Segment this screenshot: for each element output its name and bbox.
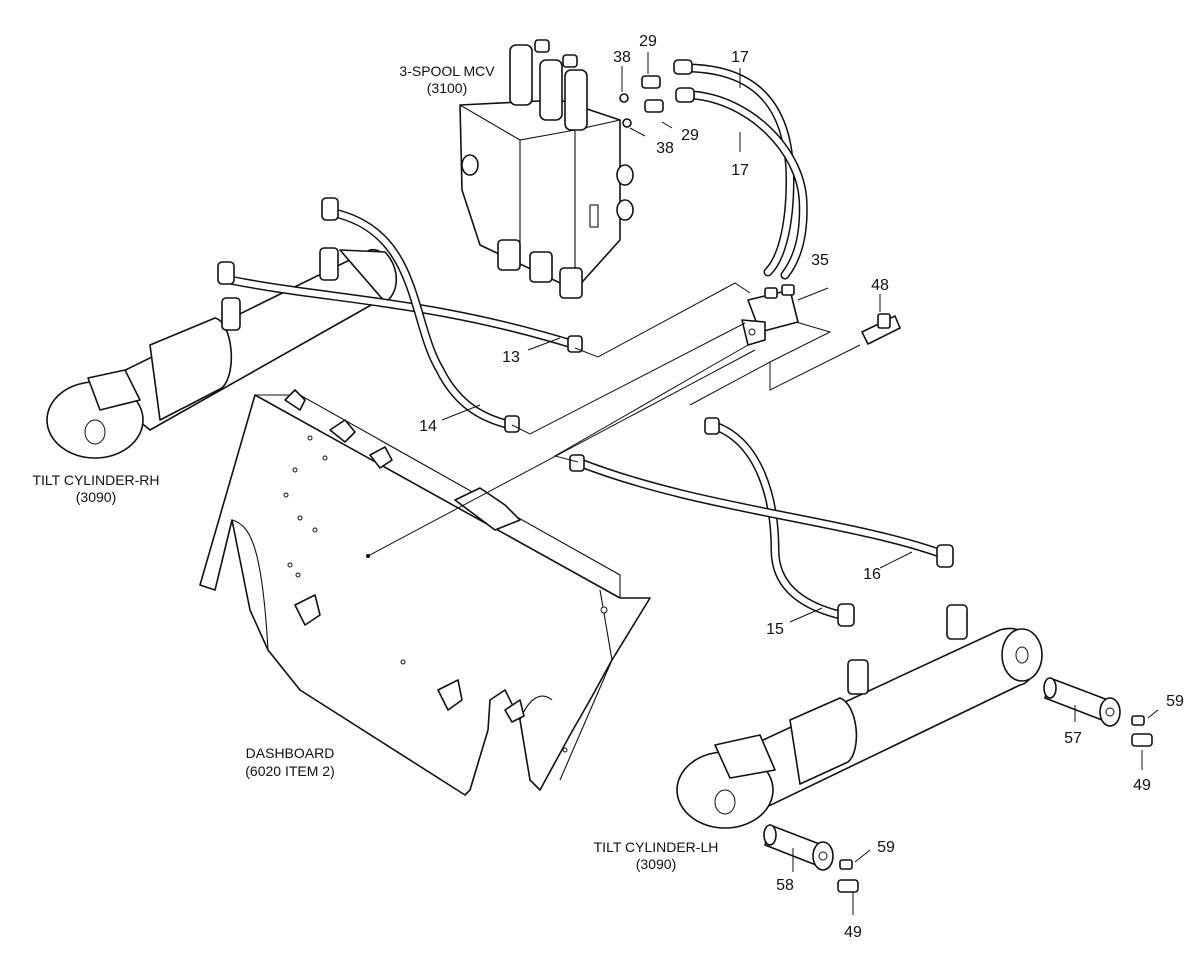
hose-13 <box>217 261 583 353</box>
mcv-ref-label: (3100) <box>427 80 467 96</box>
callout-14: 14 <box>419 418 437 435</box>
tilt-lh-name-label: TILT CYLINDER-LH <box>594 839 719 855</box>
oring-38b <box>622 118 632 128</box>
hose-17b <box>673 59 808 280</box>
tee-block <box>741 284 799 346</box>
dashboard-panel <box>199 389 651 796</box>
assembly-lines <box>367 282 861 557</box>
callout-13: 13 <box>502 349 520 366</box>
bolt-59a <box>1131 715 1145 726</box>
callout-49-right: 49 <box>1133 777 1151 794</box>
callout-35: 35 <box>811 252 829 269</box>
callout-57: 57 <box>1064 730 1082 747</box>
tilt-rh-name-label: TILT CYLINDER-RH <box>32 472 159 488</box>
callout-49-bottom: 49 <box>844 924 862 941</box>
dashboard-ref-label: (6020 ITEM 2) <box>245 763 334 779</box>
hose-14 <box>321 197 520 433</box>
hose-16 <box>569 454 954 568</box>
callout-58: 58 <box>776 877 794 894</box>
fitting-29a <box>641 75 661 89</box>
bolt-49a <box>1131 733 1153 747</box>
mcv-valve <box>459 39 634 299</box>
tilt-cylinder-lh <box>676 604 1043 829</box>
pin-57 <box>1043 677 1121 727</box>
bolt-49b <box>837 879 859 893</box>
oring-38a <box>619 93 629 103</box>
callout-15: 15 <box>766 621 784 638</box>
callout-17-bottom: 17 <box>731 162 749 179</box>
callout-17-top: 17 <box>731 49 749 66</box>
callout-48: 48 <box>871 277 889 294</box>
callout-38-bottom: 38 <box>656 140 674 157</box>
bolt-59b <box>839 859 853 870</box>
callout-16: 16 <box>863 566 881 583</box>
hose-15 <box>704 417 855 627</box>
callout-59-right: 59 <box>1166 693 1184 710</box>
tilt-lh-ref-label: (3090) <box>636 856 676 872</box>
fitting-48 <box>861 313 901 345</box>
callout-leaders <box>441 52 1159 915</box>
mcv-name-label: 3-SPOOL MCV <box>399 63 495 79</box>
dashboard-name-label: DASHBOARD <box>246 745 335 761</box>
callout-38-top: 38 <box>613 49 631 66</box>
tilt-rh-ref-label: (3090) <box>76 489 116 505</box>
callout-59-bottom: 59 <box>877 839 895 856</box>
callout-29-top: 29 <box>639 33 657 50</box>
pin-58 <box>763 824 834 871</box>
callout-29-bottom: 29 <box>681 127 699 144</box>
fitting-29b <box>644 99 664 113</box>
